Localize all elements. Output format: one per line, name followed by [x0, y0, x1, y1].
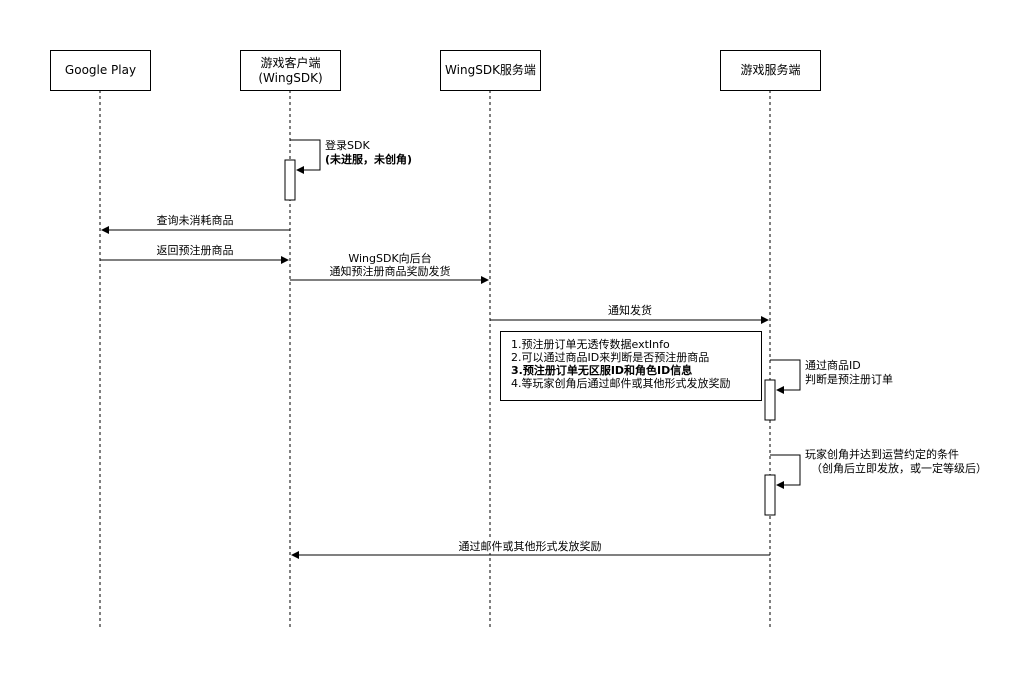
label-deliver-reward: 通过邮件或其他形式发放奖励 [445, 540, 615, 553]
note-line-4: 4.等玩家创角后通过邮件或其他形式发放奖励 [511, 377, 731, 390]
self-arrow-login [290, 139, 321, 174]
note-line-1: 1.预注册订单无透传数据extInfo [511, 338, 670, 351]
label-line1: 登录SDK [325, 139, 370, 152]
participant-label-line2: (WingSDK) [258, 70, 323, 85]
label-return-preregister: 返回预注册商品 [145, 244, 245, 257]
activation-client [284, 159, 296, 201]
label-line1: WingSDK向后台 [348, 252, 432, 265]
participant-game-server: 游戏服务端 [720, 50, 821, 91]
participant-game-client: 游戏客户端 (WingSDK) [240, 50, 341, 91]
label-line2: (未进服，未创角) [325, 153, 413, 166]
participant-google-play: Google Play [50, 50, 151, 91]
label-query-unconsumed: 查询未消耗商品 [145, 214, 245, 227]
label-line2: 判断是预注册订单 [805, 373, 893, 386]
participant-label: 游戏服务端 [740, 63, 801, 77]
label-login-sdk: 登录SDK (未进服，未创角) [325, 139, 412, 167]
label-line2: 通知预注册商品奖励发货 [329, 265, 451, 278]
label-role-created: 玩家创角并达到运营约定的条件 （创角后立即发放，或一定等级后） [805, 448, 987, 476]
participant-label-line1: 游戏客户端 [260, 55, 321, 70]
label-notify-deliver: 通知发货 [590, 304, 670, 317]
participant-label: Google Play [64, 63, 137, 77]
participant-label: WingSDK服务端 [445, 63, 536, 77]
label-line1: 通过商品ID [805, 359, 861, 372]
note-line-3: 3.预注册订单无区服ID和角色ID信息 [511, 364, 693, 377]
label-notify-backend: WingSDK向后台 通知预注册商品奖励发货 [320, 252, 460, 278]
activation-server-1 [764, 379, 776, 421]
note-preregister-info: 1.预注册订单无透传数据extInfo 2.可以通过商品ID来判断是否预注册商品… [500, 331, 762, 401]
self-arrow-role-created [770, 454, 801, 489]
activation-server-2 [764, 474, 776, 516]
note-line-2: 2.可以通过商品ID来判断是否预注册商品 [511, 351, 710, 364]
label-line2: （创角后立即发放，或一定等级后） [811, 462, 987, 475]
label-line1: 玩家创角并达到运营约定的条件 [805, 448, 959, 461]
participant-wingsdk-server: WingSDK服务端 [440, 50, 541, 91]
label-check-product-id: 通过商品ID 判断是预注册订单 [805, 359, 893, 387]
self-arrow-check-id [770, 359, 801, 394]
